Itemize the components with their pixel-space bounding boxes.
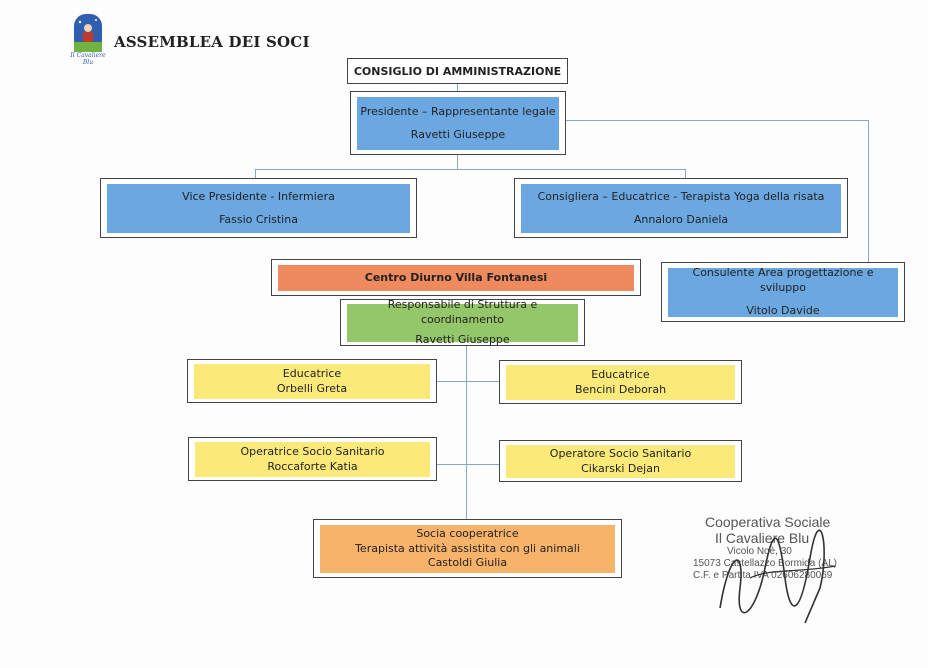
manager-name: Ravetti Giuseppe — [415, 333, 510, 347]
connector — [457, 155, 458, 169]
staff-name: Cikarski Dejan — [581, 461, 660, 475]
staff-card: Educatrice Orbelli Greta — [187, 359, 437, 403]
president-role: Presidente – Rappresentante legale — [360, 104, 556, 118]
member-status: Socia cooperatrice — [416, 526, 519, 540]
connector — [868, 120, 869, 262]
staff-card: Operatrice Socio Sanitario Roccaforte Ka… — [188, 437, 437, 481]
manager-card: Responsabile di Struttura e coordinament… — [340, 297, 585, 347]
councillor-name: Annaloro Daniela — [633, 212, 729, 226]
centre-card: Centro Diurno Villa Fontanesi — [271, 259, 641, 296]
board-title: CONSIGLIO DI AMMINISTRAZIONE — [347, 58, 568, 84]
staff-role: Operatrice Socio Sanitario — [240, 444, 385, 458]
stamp-line: 15073 Castellazzo Bormida (AL) — [693, 558, 837, 569]
staff-name: Orbelli Greta — [276, 381, 348, 395]
staff-role: Educatrice — [282, 366, 342, 380]
connector — [566, 120, 868, 121]
connector — [436, 464, 500, 465]
consultant-card: Consulente Area progettazione e sviluppo… — [661, 262, 905, 322]
staff-card: Educatrice Bencini Deborah — [499, 360, 742, 404]
connector — [255, 169, 256, 178]
page-title: ASSEMBLEA DEI SOCI — [114, 33, 310, 51]
manager-role: Responsabile di Struttura e coordinament… — [387, 297, 538, 326]
vice-president-name: Fassio Cristina — [219, 212, 298, 226]
president-card: Presidente – Rappresentante legale Ravet… — [350, 91, 566, 155]
cooperative-logo: Il Cavaliere Blu — [66, 12, 110, 66]
member-role: Terapista attività assistita con gli ani… — [355, 541, 580, 555]
president-name: Ravetti Giuseppe — [410, 127, 506, 141]
staff-name: Roccaforte Katia — [267, 459, 358, 473]
connector — [457, 84, 458, 92]
staff-card: Operatore Socio Sanitario Cikarski Dejan — [499, 440, 742, 482]
stamp-line: Il Cavaliere Blu — [715, 530, 810, 546]
councillor-role: Consigliera – Educatrice - Terapista Yog… — [537, 189, 825, 203]
stamp-line: Vicolo Noè, 30 — [727, 546, 792, 557]
connector — [466, 345, 467, 519]
vice-president-card: Vice Presidente - Infermiera Fassio Cris… — [100, 178, 417, 238]
staff-role: Educatrice — [591, 367, 650, 381]
connector — [436, 381, 500, 382]
vice-president-role: Vice Presidente - Infermiera — [182, 189, 335, 203]
staff-name: Bencini Deborah — [574, 382, 667, 396]
staff-role: Operatore Socio Sanitario — [549, 446, 692, 460]
councillor-card: Consigliera – Educatrice - Terapista Yog… — [514, 178, 848, 238]
member-card: Socia cooperatrice Terapista attività as… — [313, 519, 622, 578]
centre-title: Centro Diurno Villa Fontanesi — [364, 270, 548, 284]
connector — [685, 169, 686, 178]
signature — [719, 529, 836, 624]
member-name: Castoldi Giulia — [427, 556, 508, 570]
consultant-role: Consulente Area progettazione e sviluppo — [692, 266, 874, 295]
connector — [255, 169, 685, 170]
stamp-line: Cooperativa Sociale — [705, 514, 831, 530]
consultant-name: Vitolo Davide — [746, 303, 820, 317]
logo-text: Il Cavaliere Blu — [70, 52, 106, 66]
